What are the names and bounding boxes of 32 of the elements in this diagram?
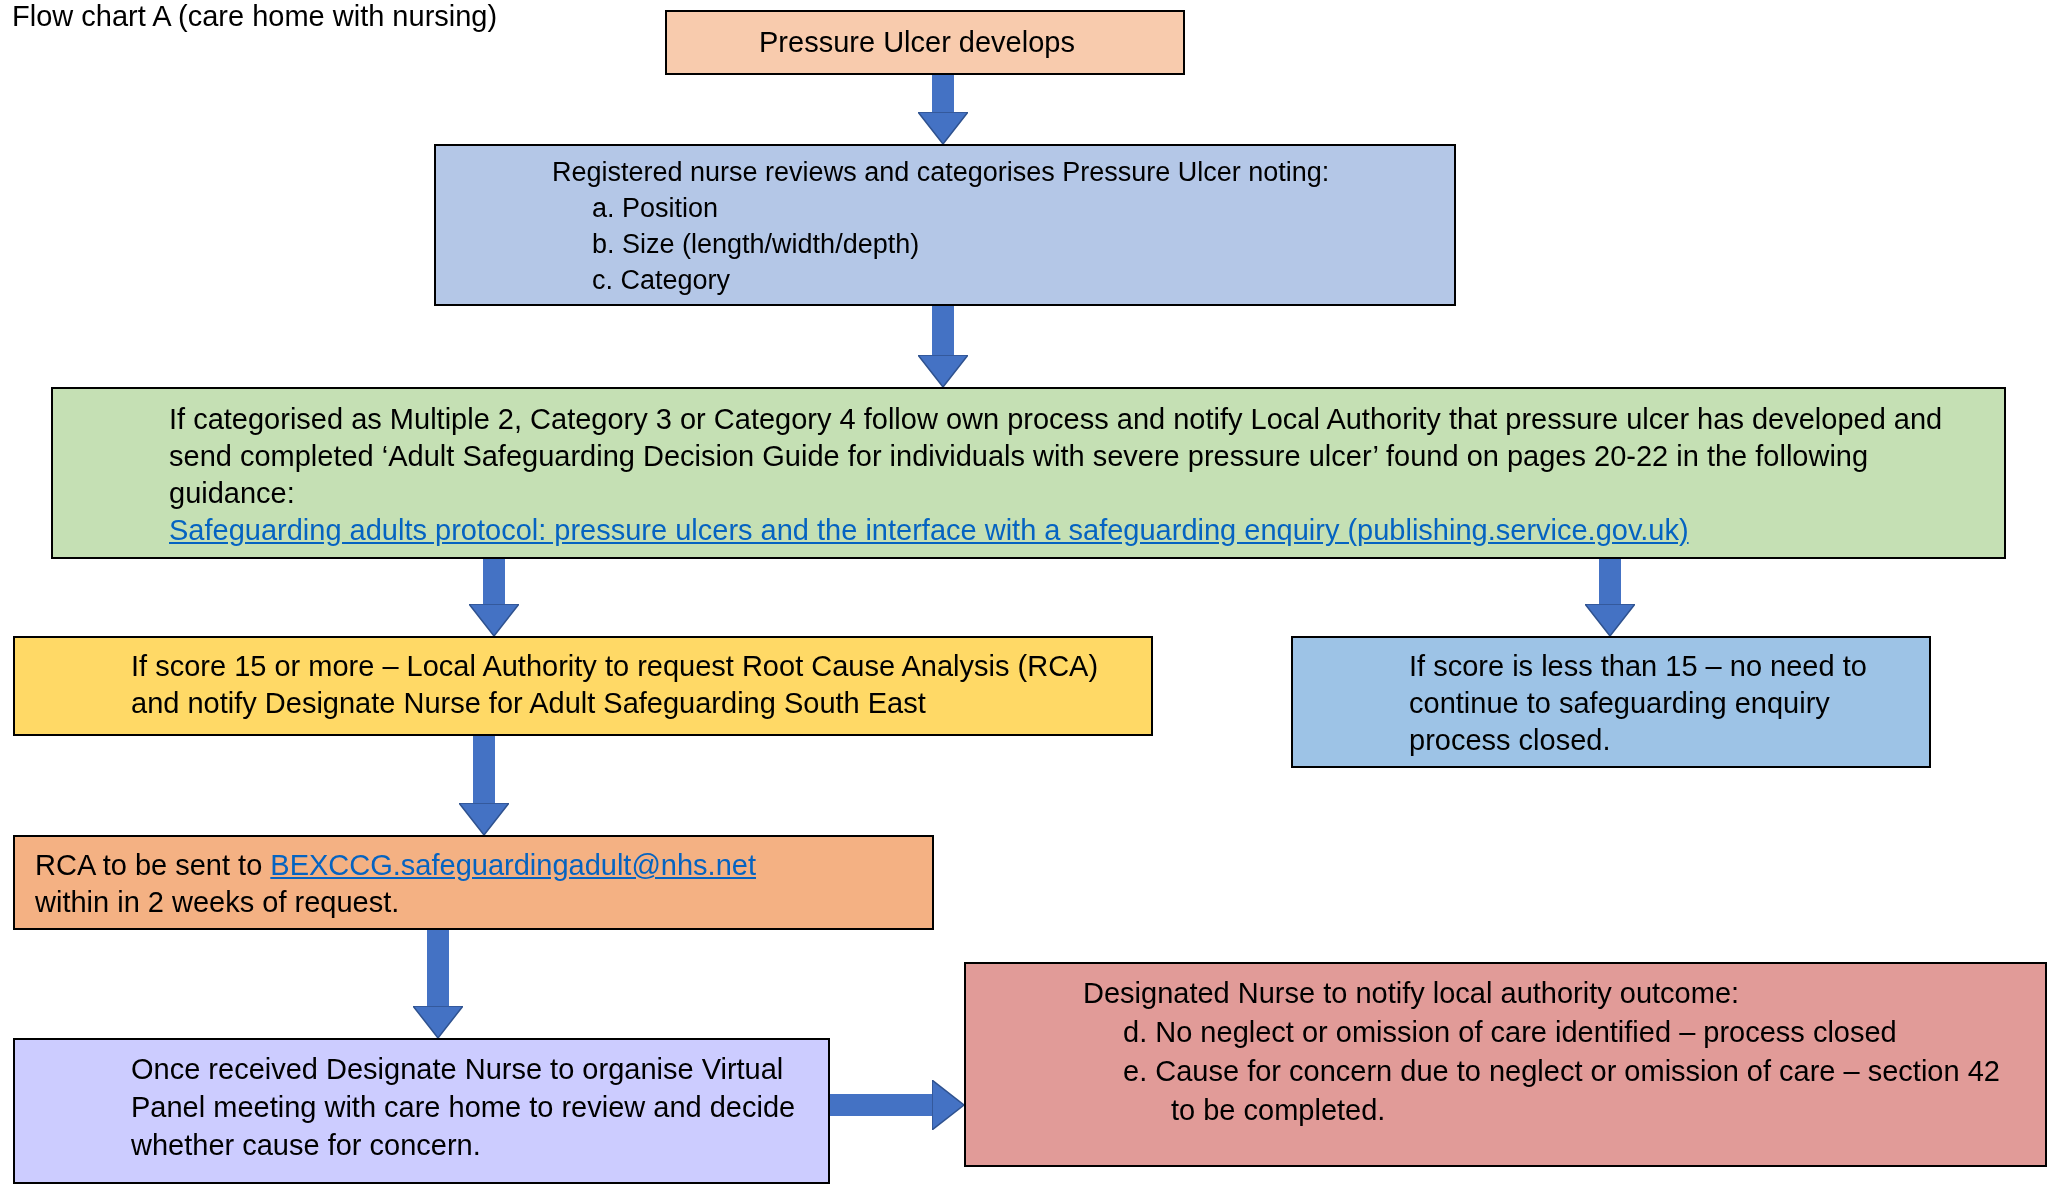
process-box [1291,636,1931,768]
node-text: If score 15 or more – Local Authority to request Root Cause Analysis (RCA) and notify Designate Nurse for Adult Safeguarding South East [131,649,1100,721]
block-arrow [412,930,464,1039]
list-item: e. Cause for concern due to neglect or omission of care – section 42 to be completed. [1123,1054,2001,1128]
block-arrow [468,559,520,637]
list-item: c. Category [592,264,732,297]
list-item: b. Size (length/width/depth) [592,228,921,261]
list-item: a. Position [592,192,720,225]
node-text: If score is less than 15 – no need to continue to safeguarding enquiry process closed. [1409,649,1868,758]
block-arrow [830,1079,965,1131]
list-item: d. No neglect or omission of care identified – process closed [1123,1015,1898,1050]
link: BEXCCG.safeguardingadult@nhs.net [270,849,756,881]
process-box [434,144,1456,306]
link: Safeguarding adults protocol: pressure ulcers and the interface with a safeguarding enquiry (publishing.service.gov.uk) [169,513,1690,548]
block-arrow [458,736,510,836]
block-arrow [917,306,969,388]
node-text: Registered nurse reviews and categorises Pressure Ulcer noting: [552,156,1331,189]
block-arrow [1584,559,1636,637]
process-box [13,1038,830,1184]
node-text: Designated Nurse to notify local authority outcome: [1083,976,1741,1011]
node-text: within in 2 weeks of request. [35,885,401,920]
node-text: Pressure Ulcer develops [758,25,1076,60]
process-box [964,962,2047,1167]
process-box [51,387,2006,559]
process-box [665,10,1185,75]
block-arrow [917,75,969,145]
node-text: RCA to be sent to [35,849,263,881]
process-box [13,636,1153,736]
process-box [13,835,934,930]
title: Flow chart A (care home with nursing) [12,0,498,32]
node-text: Once received Designate Nurse to organise Virtual Panel meeting with care home to review and decide whether cause for concern. [131,1052,797,1163]
node-text: If categorised as Multiple 2, Category 3 or Category 4 follow own process and notify Local Authority that pressure ulcer has developed and send completed ‘Adult Safeguarding Decision Guide for individuals with severe pressure ulcer’ found on pages 20-22 in the following guidance: [169,402,1944,511]
